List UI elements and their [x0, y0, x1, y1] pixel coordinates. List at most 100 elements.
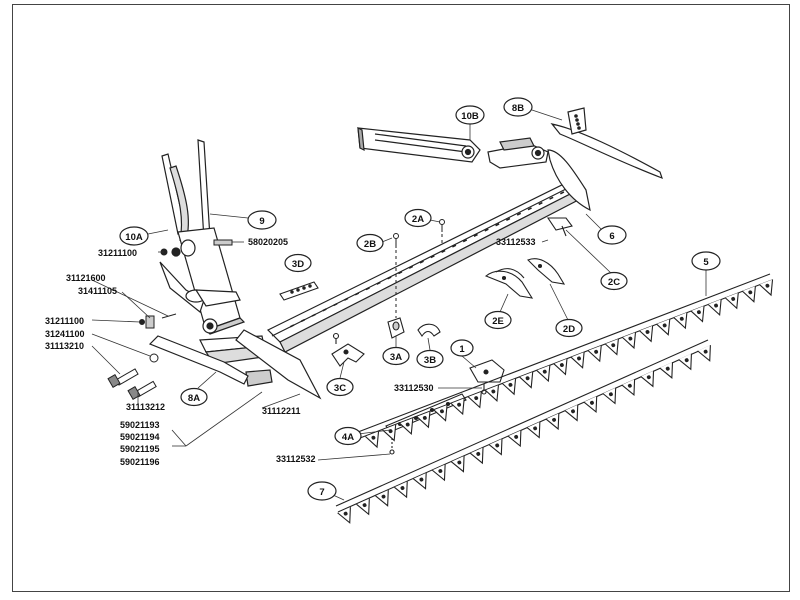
- sickle-tooth: [526, 421, 541, 439]
- bar-hole: [344, 297, 349, 301]
- pn-31121600: 31121600: [66, 273, 106, 283]
- callout-3a: 3A: [382, 346, 410, 366]
- bar-hole: [311, 313, 316, 317]
- sickle-tooth: [519, 371, 534, 389]
- sickle-tooth: [467, 391, 482, 409]
- bar-hole: [333, 302, 338, 307]
- inner-divider-frame: [159, 139, 322, 400]
- knife-section-2d: [527, 258, 566, 285]
- callout-3d: 3D: [284, 253, 312, 273]
- sickle-lower: [335, 339, 711, 524]
- pn-31211100-a: 31211100: [98, 248, 137, 258]
- callout-3c: 3C: [326, 377, 354, 397]
- callout-4a: 4A: [334, 426, 362, 446]
- sickle-tooth: [375, 490, 389, 507]
- bar-hole: [527, 207, 532, 211]
- part-3a-guard: [387, 317, 405, 339]
- pn-31113210: 31113210: [45, 341, 84, 351]
- svg-text:3D: 3D: [292, 259, 304, 270]
- bar-hole: [516, 212, 522, 216]
- bar-hole: [430, 255, 435, 259]
- svg-text:2E: 2E: [492, 316, 504, 327]
- part-3b-clip: [417, 323, 441, 337]
- sickle-tooth: [678, 353, 692, 371]
- knife-section-2c: [546, 217, 573, 237]
- pn-59021196: 59021196: [120, 457, 160, 467]
- callout-7: 7: [307, 481, 337, 501]
- bar-hole: [506, 217, 511, 222]
- sickle-tooth: [432, 464, 446, 482]
- sickle-tooth: [450, 455, 465, 473]
- sickle-tooth: [545, 413, 560, 431]
- callout-8b: 8B: [503, 97, 533, 117]
- cutter-bar-holes: [290, 191, 565, 328]
- outer-divider: [547, 107, 663, 212]
- sickle-tooth: [604, 338, 619, 356]
- svg-text:2D: 2D: [563, 324, 575, 335]
- mounting-bolts: [107, 239, 233, 401]
- svg-text:10B: 10B: [461, 111, 479, 122]
- pn-33112532: 33112532: [276, 454, 316, 464]
- pn-59021195: 59021195: [120, 444, 160, 454]
- sickle-tooth: [724, 292, 739, 310]
- svg-text:2A: 2A: [412, 214, 424, 225]
- sickle-tooth: [741, 286, 756, 303]
- skid-shoe: [148, 335, 249, 385]
- part-3d-plate: [279, 281, 319, 301]
- bar-hole: [441, 249, 446, 253]
- callout-2a: 2A: [404, 208, 432, 228]
- sickle-tooth: [469, 447, 484, 465]
- bar-hole: [538, 201, 543, 206]
- svg-text:3C: 3C: [334, 383, 346, 394]
- bar-hole: [473, 233, 478, 237]
- pn-58020205: 58020205: [248, 237, 288, 247]
- part-number-labels: 31211100 58020205 31121600 31411105 3121…: [45, 237, 536, 467]
- sickle-tooth: [485, 385, 499, 402]
- sickle-tooth: [690, 305, 705, 323]
- sickle-tooth: [564, 404, 579, 422]
- sickle-tooth: [759, 279, 774, 297]
- pn-31112211: 31112211: [262, 406, 301, 416]
- cutter-bar: [266, 179, 587, 353]
- sickle-tooth: [488, 438, 503, 456]
- callout-8a: 8A: [180, 387, 208, 407]
- sickle-tooth: [621, 379, 636, 396]
- sickle-tooth: [399, 418, 414, 435]
- bar-hole: [495, 223, 500, 227]
- sickle-tooth: [416, 411, 431, 429]
- callout-1: 1: [450, 339, 474, 357]
- sickle-tooth: [622, 332, 637, 350]
- sickle-tooth: [507, 430, 522, 448]
- guard-rod: [357, 126, 481, 163]
- svg-text:6: 6: [609, 231, 614, 242]
- pn-59021193: 59021193: [120, 420, 160, 430]
- outer-shoe-bracket: [487, 137, 549, 169]
- bar-hole: [290, 324, 295, 328]
- svg-text:2C: 2C: [608, 277, 620, 288]
- pn-31241100: 31241100: [45, 329, 85, 339]
- svg-text:10A: 10A: [125, 232, 143, 243]
- callout-3b: 3B: [416, 349, 444, 369]
- bar-hole: [300, 318, 306, 323]
- bar-hole: [560, 191, 565, 195]
- sickle-tooth: [570, 352, 585, 369]
- sickle-tooth: [656, 319, 671, 336]
- sickle-tooth: [707, 299, 722, 317]
- callout-2d: 2D: [555, 318, 583, 338]
- knife-section-2e: [484, 268, 534, 299]
- svg-text:5: 5: [703, 257, 709, 268]
- callout-2b: 2B: [356, 233, 384, 253]
- bar-hole: [387, 276, 392, 280]
- sickle-tooth: [602, 387, 617, 405]
- bar-hole: [376, 281, 381, 285]
- sickle-tooth: [673, 312, 688, 330]
- sickle-upper: [357, 273, 774, 449]
- svg-text:1: 1: [459, 344, 465, 355]
- bar-hole: [484, 228, 489, 232]
- sickle-tooth: [640, 370, 655, 388]
- callout-10a: 10A: [119, 226, 149, 246]
- sickle-tooth: [639, 325, 654, 343]
- bar-hole: [354, 292, 360, 296]
- callout-2e: 2E: [484, 310, 512, 330]
